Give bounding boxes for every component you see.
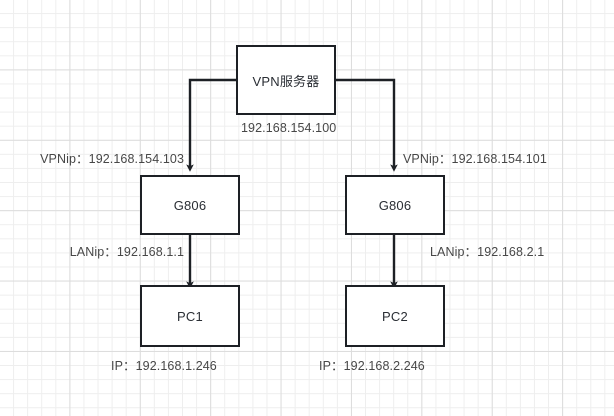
node-pc2[interactable]: PC2 bbox=[345, 285, 445, 347]
node-pc1[interactable]: PC1 bbox=[140, 285, 240, 347]
label-right-vpn-ip: VPNip：192.168.154.101 bbox=[403, 152, 547, 166]
label-left-lan-ip: LANip：192.168.1.1 bbox=[69, 245, 184, 259]
edge-vpn-to-gateway-left bbox=[186, 78, 236, 172]
node-gateway-left-label: G806 bbox=[173, 197, 207, 213]
node-gateway-left[interactable]: G806 bbox=[140, 175, 240, 235]
node-pc1-label: PC1 bbox=[177, 308, 203, 324]
node-gateway-right[interactable]: G806 bbox=[345, 175, 445, 235]
label-pc1-ip: IP：192.168.1.246 bbox=[111, 359, 217, 373]
edge-vpn-to-gateway-right bbox=[336, 78, 398, 172]
node-gateway-right-label: G806 bbox=[378, 197, 412, 213]
label-vpn-server-ip: 192.168.154.100 bbox=[241, 121, 337, 135]
node-vpn-server[interactable]: VPN服务器 bbox=[236, 45, 336, 115]
node-pc2-label: PC2 bbox=[382, 308, 408, 324]
label-pc2-ip: IP：192.168.2.246 bbox=[319, 359, 425, 373]
label-left-vpn-ip: VPNip：192.168.154.103 bbox=[40, 152, 184, 166]
node-vpn-server-label: VPN服务器 bbox=[252, 73, 320, 89]
label-right-lan-ip: LANip：192.168.2.1 bbox=[430, 245, 545, 259]
